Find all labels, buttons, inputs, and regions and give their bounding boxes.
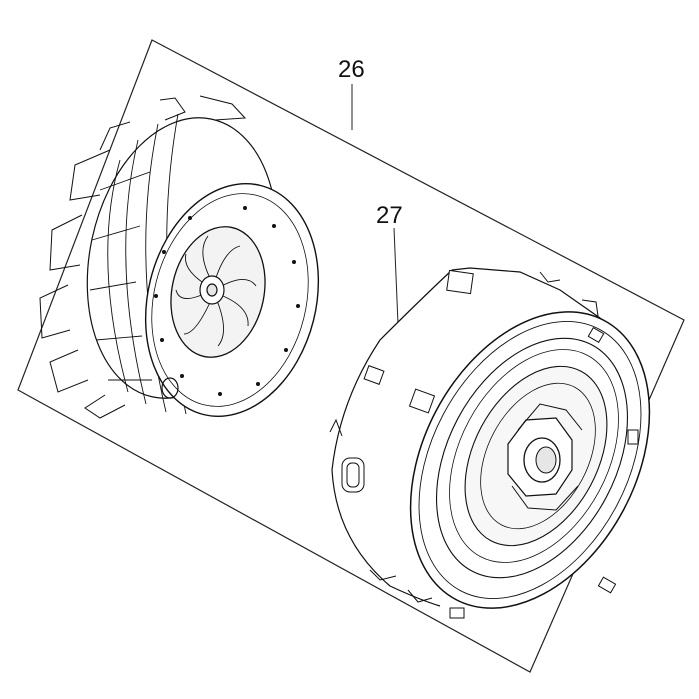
assembly-outline [17,39,685,673]
part-number-27: 27 [376,202,403,229]
impeller-fan-icon [39,95,320,419]
part-number-26: 26 [338,56,365,83]
leader-line-27 [393,227,399,325]
motor-housing-icon [329,267,651,619]
